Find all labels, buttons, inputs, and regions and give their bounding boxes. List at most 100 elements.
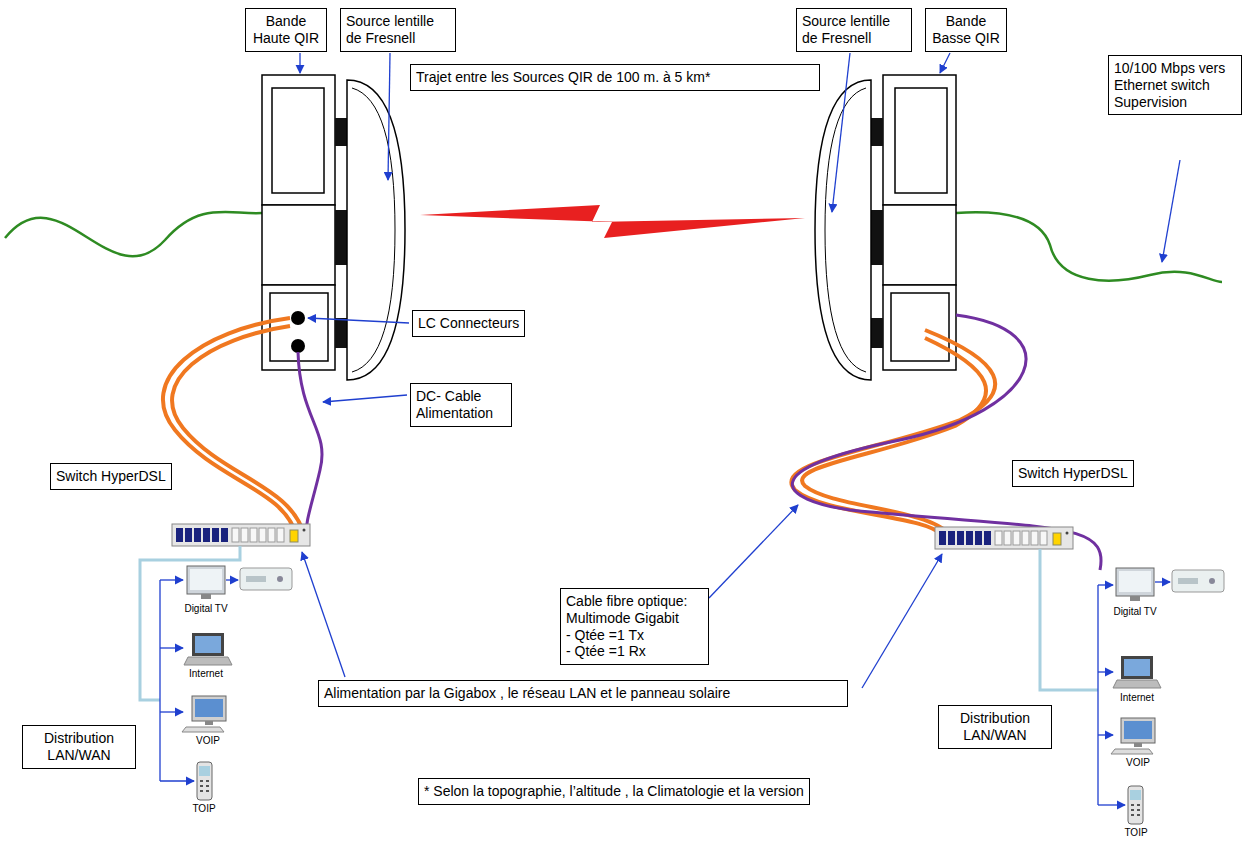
node-text: Source lentille de Fresnell <box>802 13 906 47</box>
qir-unit <box>883 205 956 285</box>
leader-arrow <box>709 505 798 598</box>
fresnel-lens <box>825 88 866 372</box>
device-label: TOIP <box>1124 827 1147 839</box>
node-text: LC Connecteurs <box>418 315 519 332</box>
callout-box: Alimentation par la Gigabox , le réseau … <box>318 680 848 707</box>
mount-block <box>335 210 347 265</box>
distribution-bracket <box>1097 585 1098 805</box>
distribution-bracket <box>159 580 160 781</box>
device-label: Digital TV <box>1113 606 1156 618</box>
distribution-bracket <box>160 579 183 580</box>
callout-box: 10/100 Mbps vers Ethernet switch Supervi… <box>1108 55 1242 115</box>
distribution-bracket <box>160 580 1170 805</box>
settop-box-icon <box>240 568 292 590</box>
distribution-bracket <box>226 579 238 580</box>
fibre-cable <box>172 326 304 535</box>
distribution-bracket <box>1155 581 1170 582</box>
distribution-bracket <box>160 711 183 712</box>
qir-unit <box>262 205 335 285</box>
leader-arrow <box>1162 160 1180 262</box>
distribution-bracket <box>160 780 194 781</box>
distribution-bracket <box>1098 804 1125 805</box>
tv-icon <box>1116 568 1154 601</box>
device-label: Internet <box>189 668 223 680</box>
callout-box: DC- Cable Alimentation <box>410 383 512 427</box>
fresnel-lens <box>815 80 871 380</box>
distribution-line <box>1040 549 1098 690</box>
qir-unit <box>262 75 335 205</box>
power-cable <box>298 352 322 540</box>
leader-arrow <box>323 395 407 402</box>
callout-box: Source lentille de Fresnell <box>796 8 912 52</box>
device-label: VOIP <box>196 735 220 747</box>
mount-block <box>335 118 347 146</box>
leader-arrow <box>300 53 1180 688</box>
device-label: Internet <box>1120 692 1154 704</box>
leader-arrow <box>832 53 850 212</box>
lc-connector <box>291 339 305 353</box>
node-text: Trajet entre les Sources QIR de 100 m. à… <box>416 69 814 86</box>
qir-unit <box>883 75 956 205</box>
laptop-icon <box>1113 656 1161 688</box>
node-text: - Qtée =1 Rx <box>566 643 703 660</box>
node-text: Distribution LAN/WAN <box>944 710 1046 744</box>
supervision-cable <box>5 212 262 256</box>
fibre-cable <box>163 318 995 535</box>
device-label: VOIP <box>1126 757 1150 769</box>
callout-box: LC Connecteurs <box>412 310 525 337</box>
distribution-bracket <box>1098 584 1113 585</box>
distribution-bracket <box>1098 671 1113 672</box>
mount-block <box>871 118 883 348</box>
power-cable <box>792 315 1101 570</box>
node-text: DC- Cable Alimentation <box>416 388 506 422</box>
node-text: Cable fibre optique: Multimode Gigabit <box>566 593 703 627</box>
node-text: Distribution LAN/WAN <box>28 730 130 764</box>
mount-block <box>335 318 347 348</box>
laptop-icon <box>184 633 232 665</box>
distribution-line <box>140 546 1098 700</box>
leader-arrow <box>940 53 950 73</box>
device-box: Switch HyperDSL <box>50 463 172 490</box>
switch-symbol <box>935 527 1073 549</box>
callout-box: Bande Haute QIR <box>245 8 327 52</box>
group-box: Distribution LAN/WAN <box>22 725 136 769</box>
desktop-icon <box>1111 718 1155 754</box>
supervision-cable <box>956 212 1222 282</box>
leader-arrow <box>299 53 300 73</box>
optical-link <box>420 205 805 238</box>
distribution-bracket <box>1098 734 1113 735</box>
settop-box-icon <box>1172 570 1224 592</box>
tv-icon <box>187 566 225 599</box>
node-text: * Selon la topographie, l’altitude , la … <box>424 783 804 800</box>
note-box: * Selon la topographie, l’altitude , la … <box>418 778 810 805</box>
switch-symbol <box>172 524 310 546</box>
device-box: Switch HyperDSL <box>1012 460 1134 487</box>
node-text: Source lentille de Fresnell <box>346 13 450 47</box>
qir-unit <box>883 285 956 370</box>
lc-connector <box>291 311 305 325</box>
callout-box: Source lentille de Fresnell <box>340 8 456 52</box>
mount-block <box>871 118 883 146</box>
callout-box: Cable fibre optique: Multimode Gigabit - … <box>560 588 709 665</box>
qir-unit <box>883 75 956 370</box>
distribution-bracket <box>160 647 183 648</box>
node-text: 10/100 Mbps vers Ethernet switch Supervi… <box>1114 60 1236 110</box>
qir-unit <box>895 88 947 193</box>
qir-unit <box>262 75 335 370</box>
leader-arrow <box>308 318 409 323</box>
mount-block <box>871 318 883 348</box>
callout-box: Trajet entre les Sources QIR de 100 m. à… <box>410 64 820 91</box>
phone-icon <box>1128 786 1143 824</box>
node-text: Alimentation par la Gigabox , le réseau … <box>324 685 842 702</box>
node-text: Bande Basse QIR <box>931 13 1001 47</box>
mount-block <box>871 210 883 265</box>
node-text: Bande Haute QIR <box>251 13 321 47</box>
qir-unit <box>891 293 949 361</box>
leader-arrow <box>862 554 942 688</box>
leader-arrow <box>302 552 345 677</box>
leader-arrow <box>388 53 390 180</box>
node-text: Switch HyperDSL <box>56 468 166 485</box>
distribution-line <box>140 546 240 700</box>
